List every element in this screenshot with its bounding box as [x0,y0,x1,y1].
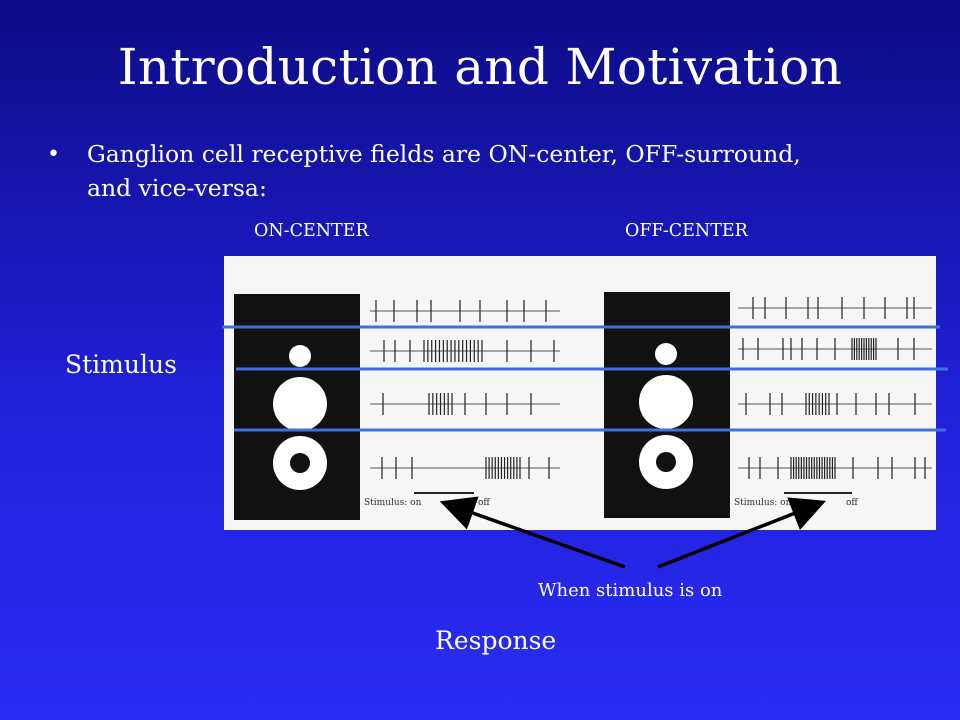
on-center-stimulus-panel [234,294,360,520]
off-annulus-inner [656,452,676,472]
receptive-field-figure: Stimulus: on off Stimulus: on off [224,256,936,530]
slide-title: Introduction and Motivation [117,38,843,96]
off-center-stimulus-panel [604,292,730,518]
spike-trains [370,297,932,479]
off-stimulus-caption: Stimulus: on [734,498,792,508]
on-stimulus-caption: Stimulus: on [364,498,422,508]
spike-train-figure: Stimulus: on off Stimulus: on off [234,292,932,520]
stimulus-label: Stimulus [65,350,177,379]
on-stimulus-off: off [478,498,490,508]
on-annulus-inner [290,453,310,473]
off-stimulus-off: off [846,498,858,508]
bullet-marker: • [47,142,60,167]
bullet-text: Ganglion cell receptive fields are ON-ce… [87,140,801,202]
when-stimulus-on-label: When stimulus is on [538,580,723,601]
on-small-spot [289,345,311,367]
on-center-label: ON-CENTER [254,221,369,241]
off-large-spot [639,375,693,429]
on-large-spot [273,377,327,431]
off-small-spot [655,343,677,365]
off-center-label: OFF-CENTER [625,221,748,241]
response-label: Response [435,626,557,655]
